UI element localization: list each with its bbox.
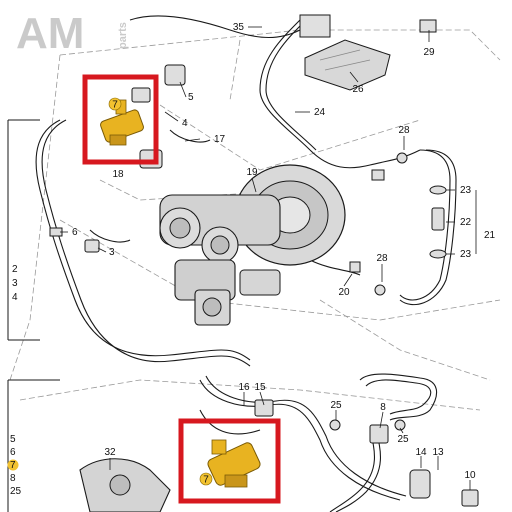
label-left-4: 4 [12, 292, 18, 303]
highlight-box-top [82, 74, 159, 165]
clip-part-29 [299, 14, 437, 38]
label-15: 15 [254, 382, 266, 393]
turbocharger-part [159, 164, 346, 326]
label-bottom-5: 5 [10, 434, 16, 445]
left-label-stack: 2 3 4 [12, 264, 18, 303]
label-8: 8 [380, 402, 386, 413]
label-16: 16 [238, 382, 250, 393]
solenoid-valve-top[interactable] [99, 99, 144, 146]
label-35: 35 [233, 22, 245, 33]
label-29: 29 [423, 47, 435, 58]
label-23-top: 23 [460, 185, 472, 196]
label-bottom-25: 25 [10, 486, 22, 497]
callout-7-bottom [199, 472, 213, 486]
label-21: 21 [484, 230, 496, 241]
label-28-top: 28 [398, 125, 410, 136]
label-23-bottom: 23 [460, 249, 472, 260]
label-bottom-7: 7 [10, 460, 16, 471]
brand-watermark-logo: AM parts [16, 9, 129, 58]
dashed-guide-lines [9, 29, 501, 411]
label-22: 22 [460, 217, 472, 228]
label-left-2: 2 [12, 264, 18, 275]
label-left-3: 3 [12, 278, 18, 289]
callout-7-stack [7, 459, 19, 471]
left-bracket [7, 119, 60, 512]
heat-shield-part [304, 39, 391, 91]
label-25-a: 25 [330, 400, 342, 411]
exhaust-manifold-part [79, 458, 171, 512]
label-28-mid: 28 [376, 253, 388, 264]
solenoid-valve-bottom[interactable] [206, 439, 261, 488]
highlight-box-bottom [178, 418, 281, 504]
label-bottom-8: 8 [10, 473, 16, 484]
watermark-suffix: parts [117, 22, 129, 49]
label-20: 20 [338, 287, 350, 298]
label-10: 10 [464, 470, 476, 481]
callout-7-bottom-text: 7 [203, 475, 209, 486]
fittings [49, 64, 479, 507]
label-6: 6 [72, 227, 78, 238]
label-32: 32 [104, 447, 116, 458]
leader-lines [60, 26, 477, 490]
label-25-b: 25 [397, 434, 409, 445]
label-17: 17 [214, 134, 226, 145]
watermark-brand: AM [16, 9, 84, 58]
bottom-label-stack: 5 6 7 8 25 [7, 434, 22, 497]
label-bottom-6: 6 [10, 447, 16, 458]
callout-7-top-text: 7 [112, 100, 118, 111]
label-24: 24 [314, 107, 326, 118]
label-5: 5 [188, 92, 194, 103]
label-13: 13 [432, 447, 444, 458]
label-4: 4 [182, 118, 188, 129]
label-18: 18 [112, 169, 124, 180]
callout-7-top [108, 97, 122, 111]
label-3: 3 [109, 247, 115, 258]
hose-lines [35, 15, 457, 512]
label-26: 26 [352, 84, 364, 95]
label-14: 14 [415, 447, 427, 458]
label-19: 19 [246, 167, 258, 178]
